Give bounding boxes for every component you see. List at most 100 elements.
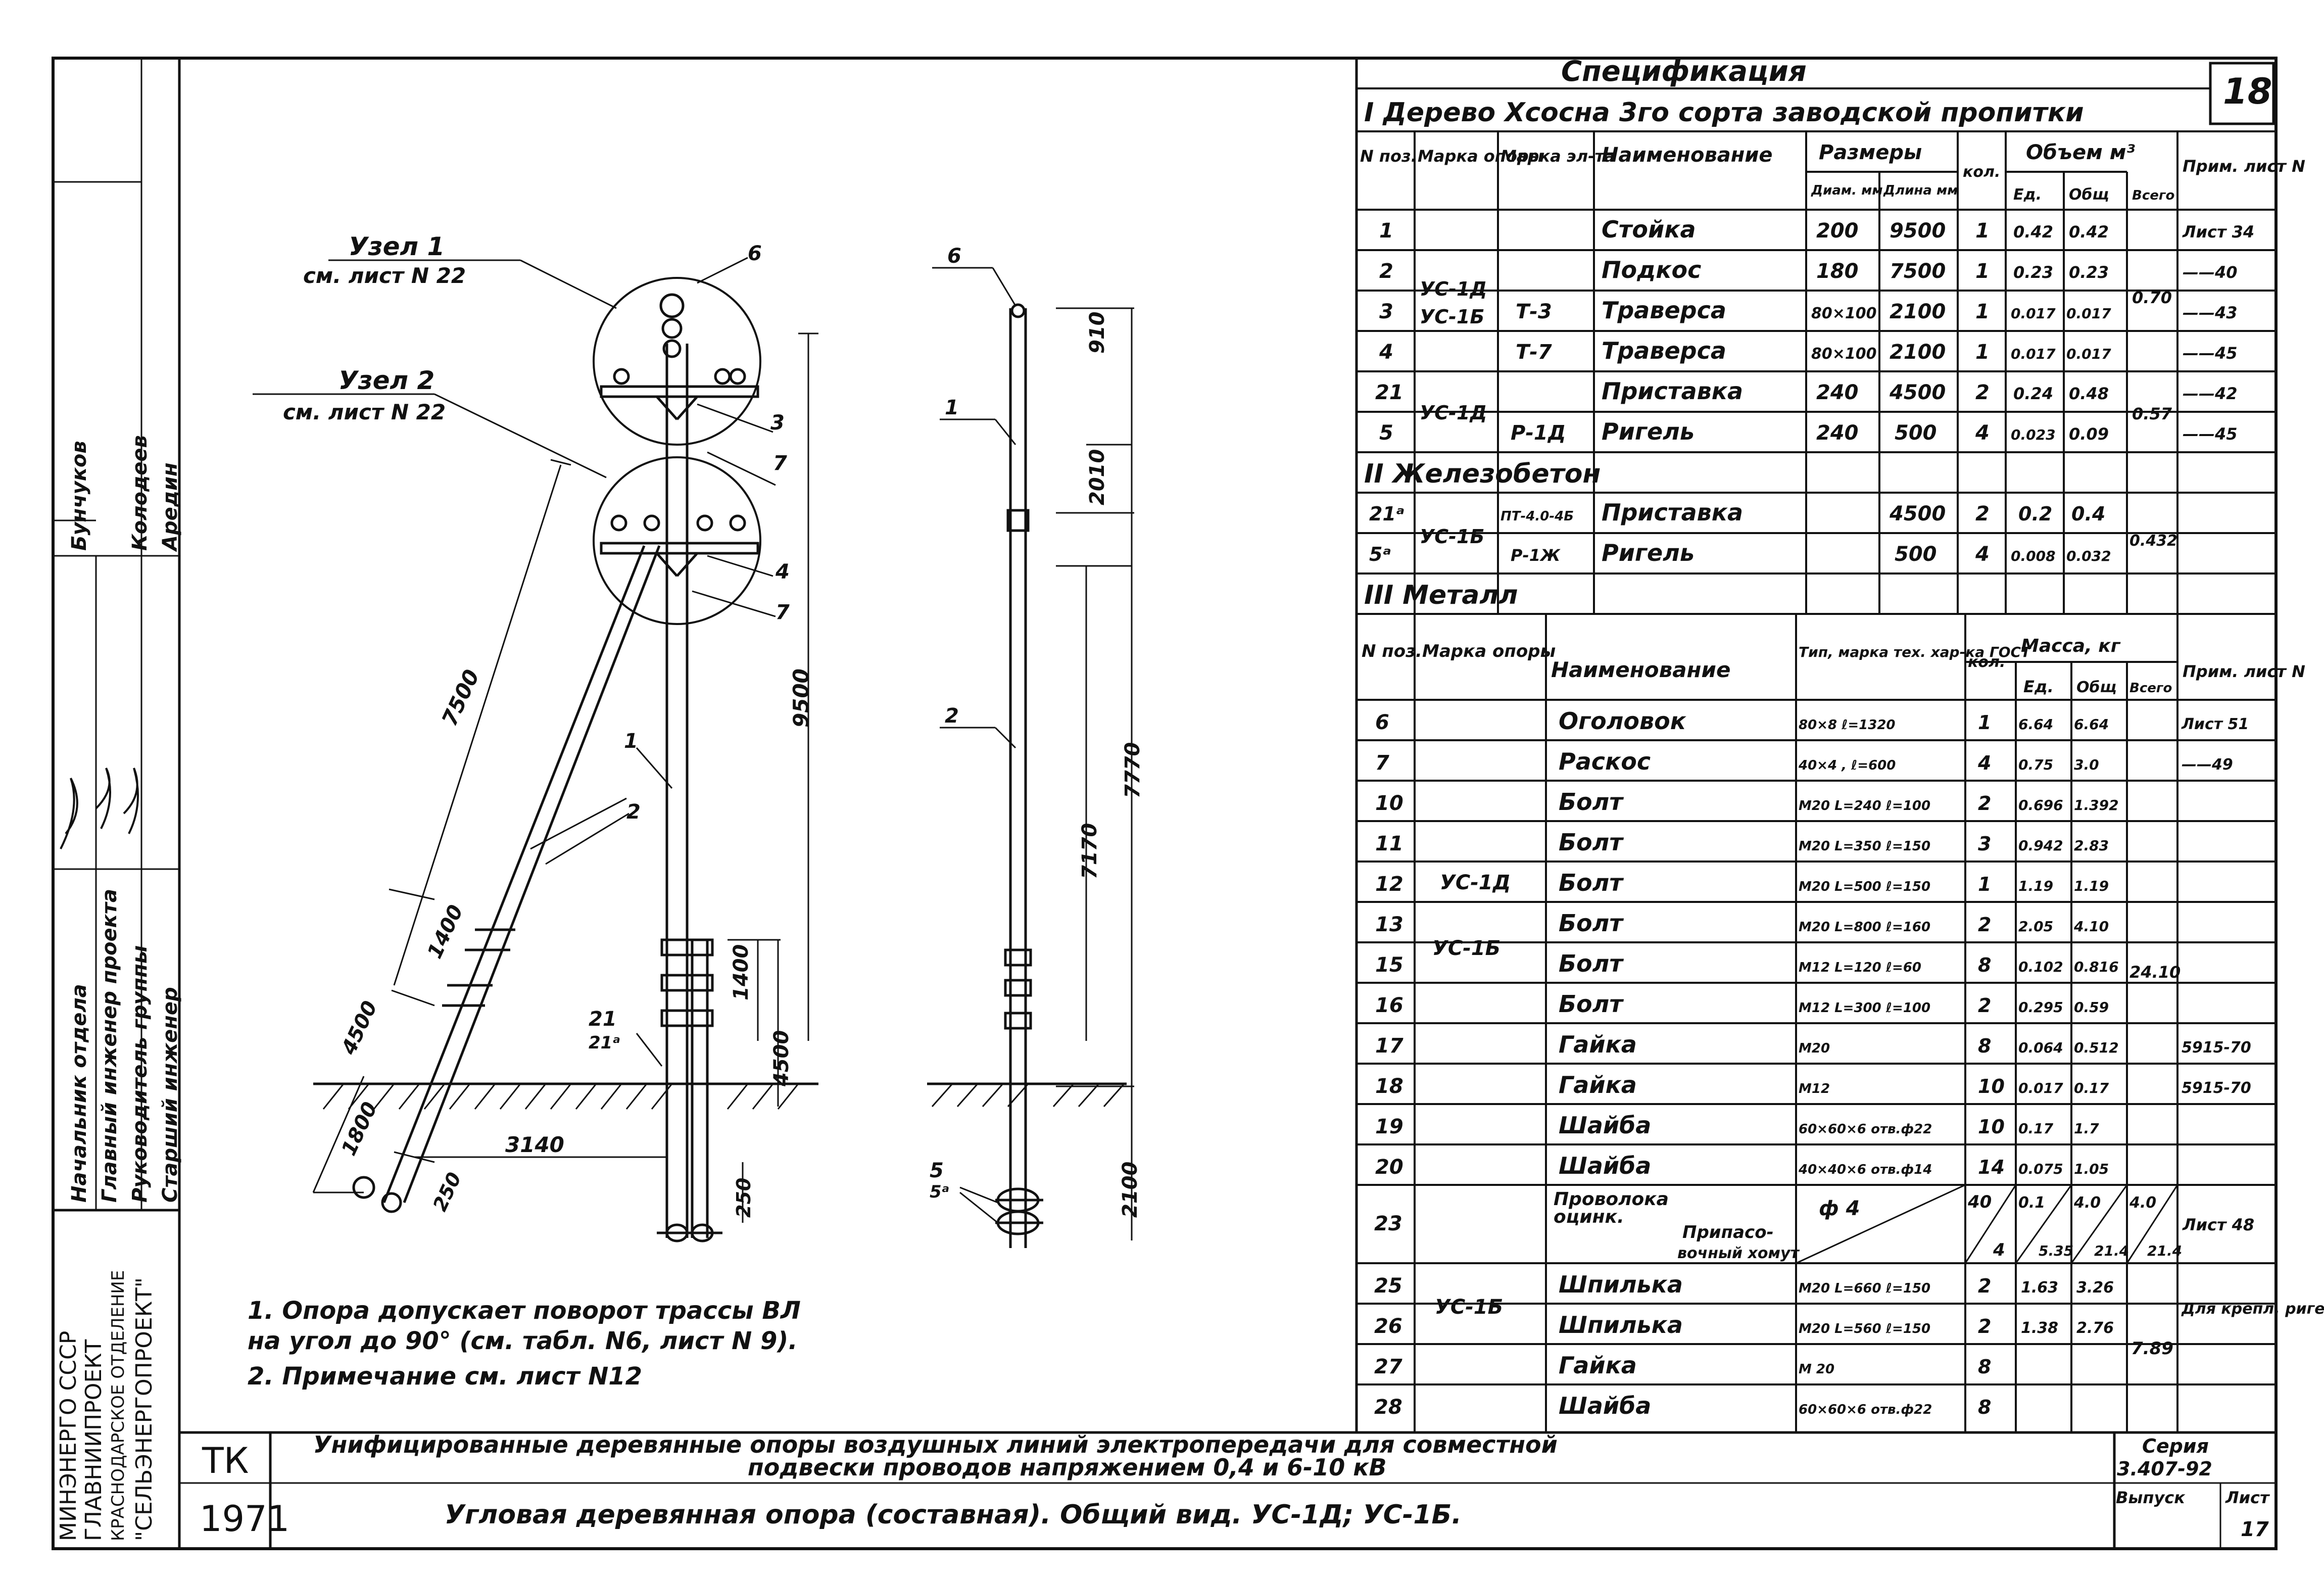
cell-n: 26 [1374, 1315, 1402, 1338]
pos-1: 1 [624, 730, 638, 753]
cell-q: 8 [1978, 954, 1991, 976]
cell-o: 0.48 [2069, 384, 2109, 403]
h3-note: Прим. лист N [2183, 662, 2305, 681]
title-line-2: подвески проводов напряжением 0,4 и 6-10… [748, 1454, 1387, 1481]
series-value: 3.407-92 [2117, 1458, 2212, 1480]
cell-o: 0.4 [2071, 503, 2105, 525]
cell-o: 0.17 [2074, 1080, 2109, 1096]
cell-e: 0.24 [2013, 384, 2053, 403]
cell-n: 2 [1379, 260, 1393, 283]
cell-q: 10 [1978, 1116, 2005, 1138]
cell-e: 0.42 [2013, 222, 2053, 242]
labels-side: 6 1 2 5 5ᵃ 910 2010 7770 7170 2100 [930, 245, 1144, 1218]
cell-q: 4 [1975, 543, 1990, 566]
series-label: Серия [2142, 1435, 2209, 1457]
cell-e: 0.696 [2018, 797, 2063, 814]
cell-n: 17 [1375, 1034, 1403, 1058]
cell-n: 28 [1374, 1396, 1402, 1419]
pos-4: 4 [775, 560, 790, 584]
concrete-row-2: 5ᵃ Р-1Ж Ригель 500 4 0.008 0.032 [1369, 539, 2111, 566]
cell-name: Шайба [1559, 1152, 1651, 1179]
cell-l: 4500 [1889, 502, 1946, 525]
dim-250b: 250 [733, 1178, 755, 1218]
cell-o: 0.032 [2066, 548, 2111, 564]
cell-q: 14 [1978, 1156, 2005, 1178]
cell-e: 5.35 [2039, 1242, 2073, 1259]
cell-note: ——49 [2182, 756, 2233, 774]
cell-t: М20 L=500 ℓ=150 [1799, 879, 1930, 894]
list-label: Лист [2225, 1488, 2270, 1507]
cell-name: вочный хомут [1677, 1245, 1800, 1262]
cell-q: 2 [1978, 792, 1991, 815]
cell-d: 240 [1816, 381, 1859, 404]
cell-t: М20 L=560 ℓ=150 [1799, 1321, 1930, 1336]
pos-6-side: 6 [947, 245, 961, 268]
cell-n: 5ᵃ [1369, 543, 1391, 565]
dim-4500b: 4500 [770, 1030, 793, 1087]
staff-role-2: Главный инженер проекта [98, 889, 121, 1203]
h1-n: N поз. [1360, 147, 1417, 166]
cell-l: 4500 [1889, 381, 1946, 404]
pos-5a-side: 5ᵃ [930, 1182, 949, 1202]
title-line-1: Унифицированные деревянные опоры воздушн… [313, 1431, 1558, 1458]
h3-all: Всего [2129, 681, 2172, 696]
wood-row-5: 21 УС-1Д Приставка 240 4500 2 0.24 0.48 … [1375, 377, 2238, 424]
dim-9500: 9500 [789, 668, 813, 728]
cell-name: Шпилька [1559, 1271, 1683, 1298]
cell-t: М12 L=120 ℓ=60 [1799, 960, 1921, 975]
signatures [60, 768, 139, 849]
wood-row-6: 5 Р-1Д Ригель 240 500 4 0.023 0.09 ——45 [1379, 418, 2238, 445]
cell-name: Шайба [1559, 1112, 1651, 1139]
issue-label: Выпуск [2116, 1488, 2186, 1507]
h1-ed: Ед. [2013, 186, 2042, 204]
cell-l: 500 [1895, 421, 1937, 445]
cell-note: ——45 [2183, 424, 2238, 444]
cell-l: 7500 [1890, 260, 1946, 283]
cell-e: 0.942 [2018, 837, 2063, 854]
org-line-4: "СЕЛЬЭНЕРГОПРОЕКТ" [131, 1277, 157, 1541]
cell-q: 4 [1977, 752, 1991, 774]
cell-t: 40×40×6 отв.ф14 [1798, 1162, 1932, 1177]
cell-name: Болт [1559, 788, 1624, 816]
cell-l: 2100 [1890, 341, 1946, 364]
cell-name: Траверса [1602, 337, 1726, 364]
cell-o: 0.59 [2074, 999, 2109, 1016]
cell-q: 1 [1975, 300, 1990, 323]
cell-op: УС-1Д [1420, 402, 1487, 424]
cell-a: 21.4 [2147, 1242, 2182, 1259]
cell-e: 0.017 [2018, 1080, 2063, 1096]
cell-n: 4 [1379, 341, 1393, 364]
pos-2: 2 [626, 800, 641, 824]
cell-op: УС-1Б [1420, 525, 1484, 548]
node1-label: Узел 1 [349, 232, 445, 261]
h1-total: Общ [2069, 186, 2109, 204]
cell-name: оцинк. [1554, 1207, 1624, 1227]
cell-q: 1 [1978, 873, 1991, 895]
cell-e: 0.017 [2011, 346, 2056, 362]
cell-e: 0.017 [2011, 305, 2056, 322]
staff-role-1: Начальник отдела [68, 984, 91, 1203]
cell-e: 0.008 [2011, 548, 2056, 564]
node1-ref: см. лист N 22 [303, 263, 466, 288]
cell-q: 10 [1978, 1075, 2005, 1097]
note-2: 2. Примечание см. лист N12 [248, 1362, 642, 1391]
cell-note: ——45 [2183, 344, 2238, 363]
dim-7500: 7500 [437, 666, 485, 730]
cell-op: УС-1Б [1420, 306, 1484, 328]
wood-row-2: 2 УС-1Д Подкос 180 7500 1 0.23 0.23 ——40 [1379, 256, 2238, 300]
cell-q: 2 [1978, 1315, 1991, 1337]
cell-e: 0.1 [2018, 1194, 2045, 1212]
node2-ref: см. лист N 22 [283, 400, 446, 424]
cell-q: 2 [1978, 1275, 1991, 1297]
pos-6: 6 [748, 242, 762, 265]
wood-total-a: 0.70 [2132, 288, 2172, 307]
cell-n: 3 [1379, 300, 1393, 323]
cell-e: 6.64 [2018, 716, 2053, 733]
cell-n: 21ᵃ [1369, 503, 1405, 525]
